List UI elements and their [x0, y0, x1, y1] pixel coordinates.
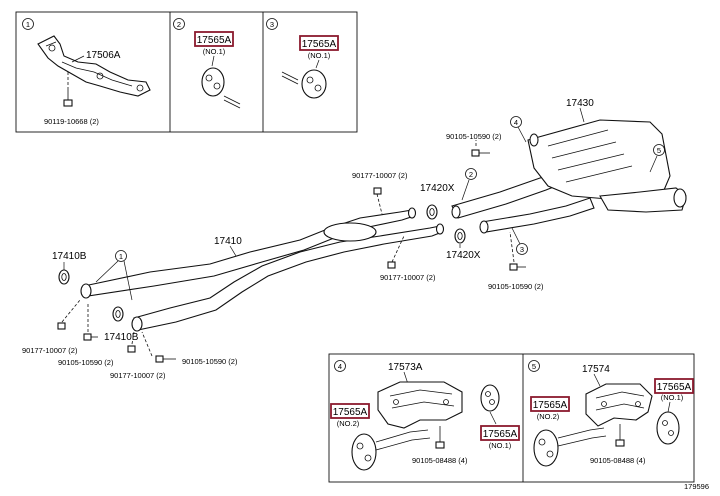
callout-1-main-marker: 1 — [95, 250, 133, 301]
rubber-hanger-icon-panel-2[interactable] — [201, 67, 225, 97]
part-number-17574: 17574 — [582, 364, 610, 375]
bracket-17506A[interactable] — [37, 35, 151, 97]
callout-4-marker: 4 — [334, 360, 346, 372]
nut-icon-front-left — [57, 299, 81, 330]
bolt-icon-10668 — [63, 72, 73, 107]
muffler-17430[interactable] — [451, 119, 687, 234]
bolt-icon-panel-5 — [615, 424, 625, 447]
callout-2-main-marker: 2 — [461, 168, 477, 201]
nut-icon-mid-upper — [373, 187, 383, 215]
bolt-code-90105-10590-right: 90105-10590 (2) — [182, 357, 238, 366]
callout-5-marker: 5 — [528, 360, 540, 372]
callout-3-marker: 3 — [266, 18, 278, 30]
part-number-17565A-panel-2: 17565A — [197, 35, 232, 46]
hanger-note-panel-5-left: (NO.2) — [537, 412, 560, 421]
inset-panel-1: 1 17506A 90119-10668 (2) — [22, 18, 151, 126]
callout-2-marker: 2 — [173, 18, 185, 30]
support-bracket-17573A[interactable] — [377, 381, 463, 429]
rubber-hanger-icon-panel-4-left[interactable] — [351, 433, 377, 471]
inset-panels-top — [15, 11, 358, 133]
nut-icon-mid-lower — [387, 235, 405, 269]
hanger-note-panel-2: (NO.1) — [203, 47, 226, 56]
part-number-17565A-panel-4-left: 17565A — [333, 407, 368, 418]
bolt-code-90119-10668: 90119-10668 (2) — [44, 117, 99, 126]
support-bracket-17574[interactable] — [585, 383, 653, 427]
resonator-body — [323, 222, 377, 242]
inset-panel-5: 5 17574 17565A (NO.2) 17565A (N — [528, 360, 694, 467]
hanger-note-panel-3: (NO.1) — [308, 51, 331, 60]
callout-4-main-label: 4 — [514, 118, 518, 127]
part-number-17565A-panel-3: 17565A — [302, 39, 337, 50]
callout-5-label: 5 — [532, 362, 536, 371]
callout-5-main-marker: 5 — [649, 144, 665, 173]
callout-3-main-label: 3 — [520, 245, 524, 254]
bolt-icon-front-far-right — [141, 331, 176, 363]
part-number-17420X-upper: 17420X — [420, 183, 455, 194]
bolt-icon-rear-lower — [509, 231, 526, 271]
nut-icon-front-right — [127, 331, 136, 353]
bolt-code-90105-08488-panel-5: 90105-08488 (4) — [590, 456, 646, 465]
gasket-17410B-upper[interactable] — [58, 269, 70, 285]
callout-1-marker: 1 — [22, 18, 34, 30]
gasket-17420X-upper[interactable] — [426, 204, 438, 220]
highlight-box-panel-2 — [194, 31, 234, 47]
rubber-hanger-icon-panel-5-right[interactable] — [656, 411, 680, 445]
nut-code-90177-10007-lower: 90177-10007 (2) — [380, 273, 436, 282]
nut-code-90177-10007-upper: 90177-10007 (2) — [352, 171, 408, 180]
center-pipe-17410[interactable] — [80, 207, 445, 332]
gasket-17420X-lower[interactable] — [454, 228, 466, 244]
part-number-17565A-panel-5-left: 17565A — [533, 400, 568, 411]
callout-2-label: 2 — [177, 20, 181, 29]
part-number-17420X-lower: 17420X — [446, 250, 481, 261]
inset-panel-4: 4 17573A 17565A (NO.2) 17565A ( — [330, 360, 520, 471]
callout-5-main-label: 5 — [657, 146, 661, 155]
bolt-icon-panel-4 — [435, 426, 445, 449]
callout-3-main-marker: 3 — [511, 227, 528, 255]
part-number-17506A: 17506A — [86, 50, 121, 61]
bolt-code-90105-10590-left: 90105-10590 (2) — [58, 358, 114, 367]
highlight-box-panel-4-left — [330, 403, 370, 419]
bolt-code-90105-10590-upper: 90105-10590 (2) — [446, 132, 502, 141]
bolt-code-90105-08488-panel-4: 90105-08488 (4) — [412, 456, 468, 465]
callout-4-label: 4 — [338, 362, 342, 371]
rubber-hanger-icon-panel-5-left[interactable] — [533, 429, 559, 467]
part-number-17410B-lower: 17410B — [104, 332, 139, 343]
highlight-box-panel-5-right — [654, 378, 694, 394]
callout-2-main-label: 2 — [469, 170, 473, 179]
hanger-note-panel-5-right: (NO.1) — [661, 393, 684, 402]
rubber-hanger-icon-panel-4-right[interactable] — [480, 384, 500, 412]
callout-1-label: 1 — [26, 20, 30, 29]
callout-1-main-label: 1 — [119, 252, 123, 261]
part-number-17410: 17410 — [214, 236, 242, 247]
bolt-icon-rear-upper — [471, 140, 490, 157]
inset-panel-2: 2 17565A (NO.1) — [173, 18, 241, 109]
part-number-17573A: 17573A — [388, 362, 423, 373]
callout-3-label: 3 — [270, 20, 274, 29]
part-number-17565A-panel-4-right: 17565A — [483, 429, 518, 440]
inset-frame-bottom — [328, 353, 695, 483]
highlight-box-panel-3 — [299, 35, 339, 51]
gasket-17410B-lower[interactable] — [112, 306, 124, 322]
hanger-note-panel-4-left: (NO.2) — [337, 419, 360, 428]
nut-code-90177-10007-left: 90177-10007 (2) — [22, 346, 78, 355]
bolt-code-90105-10590-lower: 90105-10590 (2) — [488, 282, 544, 291]
hanger-note-panel-4-right: (NO.1) — [489, 441, 512, 450]
part-number-17565A-panel-5-right: 17565A — [657, 382, 692, 393]
part-number-17430: 17430 — [566, 98, 594, 109]
callout-4-main-marker: 4 — [510, 116, 527, 143]
highlight-box-panel-5-left — [530, 396, 570, 412]
diagram-id: 179596 — [684, 482, 709, 491]
rubber-hanger-icon-panel-3[interactable] — [301, 69, 327, 99]
bolt-icon-front-middle — [83, 302, 98, 341]
inset-frame-top — [15, 11, 358, 133]
inset-panel-3: 3 17565A (NO.1) — [266, 18, 339, 99]
part-number-17410B-upper: 17410B — [52, 251, 87, 262]
nut-code-90177-10007-bottom: 90177-10007 (2) — [110, 371, 166, 380]
inset-panels-bottom — [328, 353, 695, 483]
highlight-box-panel-4-right — [480, 425, 520, 441]
